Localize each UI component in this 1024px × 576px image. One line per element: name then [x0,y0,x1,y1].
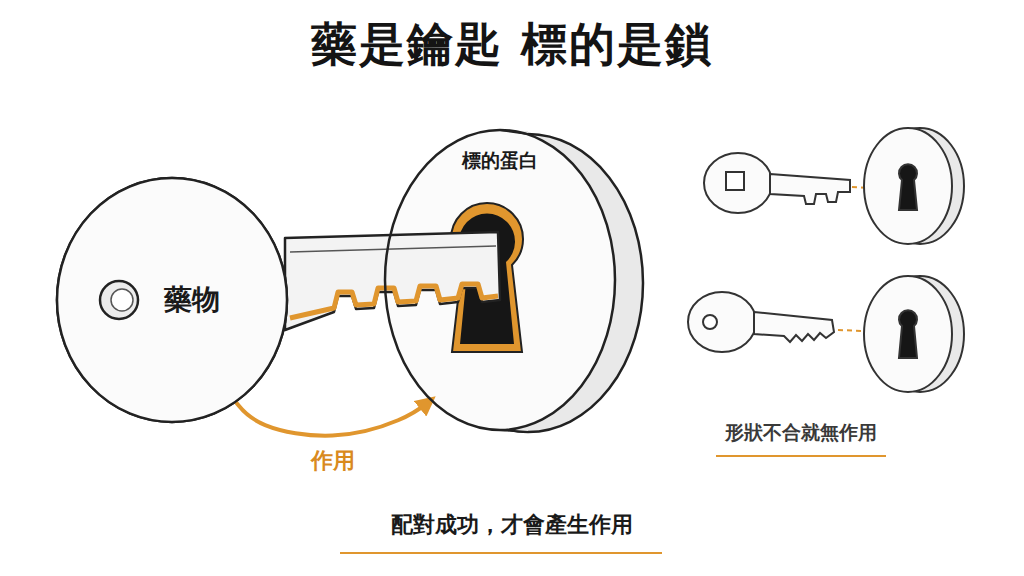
edge-label: 作用 [308,446,358,476]
action-arrow [236,400,431,436]
node-label: 藥物 [164,281,220,319]
key-ring-hole-inner [111,289,133,311]
drawing-part [899,310,917,358]
node-outline [385,130,615,430]
drawing-part [754,312,834,342]
label-underline [716,455,886,457]
drawing-part [703,315,717,329]
note-label: 形狀不合就無作用 [725,420,877,446]
mismatch-pair-2 [688,276,964,392]
drawing-part [704,153,772,213]
node-text-group: 藥物 [164,281,220,319]
mismatch-pair-1 [704,128,964,244]
key-head-face [57,178,287,422]
lock-face: 標的蛋白 [385,130,615,430]
node-label: 標的蛋白 [462,148,538,174]
title: 藥是鑰匙 標的是鎖 [0,14,1024,76]
key-head: 藥物 [57,178,287,422]
lock-face-outline [385,130,615,430]
drawing-part [285,232,500,330]
drawing-part [864,276,952,392]
drawing-part [770,174,850,204]
drawing-part [688,292,756,352]
drawing-part [864,128,952,244]
key-head-rim [57,178,287,422]
key-shaft [285,232,500,330]
node-text-group: 標的蛋白 [462,148,538,174]
drawing-part [290,284,498,318]
drawing-part [726,172,744,190]
drawing-part [899,164,917,210]
key-ring-hole [100,281,138,319]
caption-underline [340,552,662,554]
caption: 配對成功，才會產生作用 [391,510,633,540]
drawing-part [290,246,496,252]
